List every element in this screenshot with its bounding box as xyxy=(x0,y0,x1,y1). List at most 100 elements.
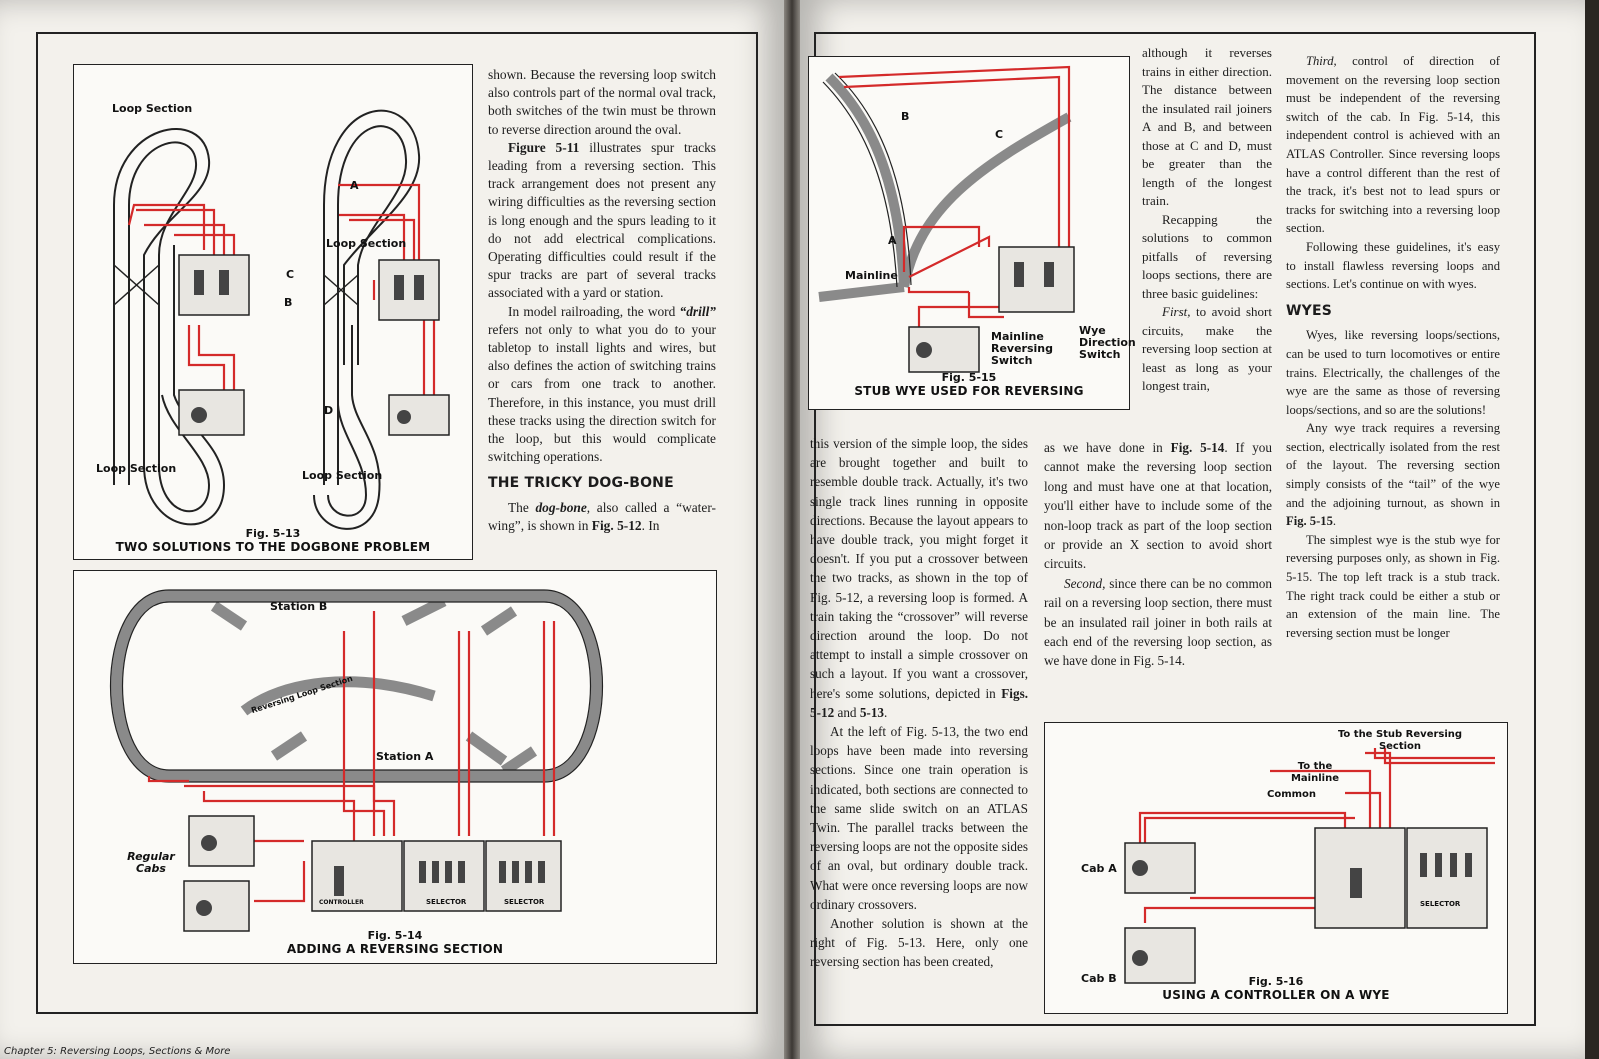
label-C: C xyxy=(995,128,1004,141)
term: “drill” xyxy=(679,303,716,319)
figure-title: TWO SOLUTIONS TO THE DOGBONE PROBLEM xyxy=(115,540,431,554)
ordinal: Third, xyxy=(1306,54,1337,68)
paragraph-text: control of direction of movement on the … xyxy=(1286,54,1500,236)
paragraph: First, to avoid short circuits, make the… xyxy=(1142,303,1272,396)
paragraph: Wyes, like reversing loops/sections, can… xyxy=(1286,328,1500,417)
right-page: Mainline A B C Mainline Reversing Switch… xyxy=(800,0,1585,1059)
figure-number: Fig. 5-16 xyxy=(1248,975,1304,988)
label-loop-section-mid-right: Loop Section xyxy=(326,237,407,250)
label-A: A xyxy=(350,179,359,192)
controller-wye-diagram xyxy=(1124,748,1495,984)
paragraph-text: and xyxy=(834,704,860,720)
figure-5-16-caption: Fig. 5-16 USING A CONTROLLER ON A WYE xyxy=(1045,975,1507,1002)
figure-ref: 5-13 xyxy=(859,704,885,720)
left-page: Loop Section Loop Section Loop Section L… xyxy=(0,0,784,1059)
paragraph: Another solution is shown at the right o… xyxy=(810,916,1028,970)
label-regular-cabs: Regular Cabs xyxy=(127,850,175,875)
right-middle-right-column: as we have done in Fig. 5-14. If you can… xyxy=(1044,438,1272,671)
paragraph: Figure 5-11 illustrates spur tracks lead… xyxy=(488,139,716,303)
paragraph-text: to avoid short circuits, make the revers… xyxy=(1142,304,1272,393)
label-B: B xyxy=(901,110,910,123)
paragraph: The dog-bone, also called a “water-wing”… xyxy=(488,499,716,535)
label-A: A xyxy=(888,234,897,247)
paragraph-text: Any wye track requires a reversing secti… xyxy=(1286,421,1500,510)
right-page-border xyxy=(814,32,1536,1026)
paragraph-text: illustrates spur tracks leading from a r… xyxy=(488,139,716,301)
paragraph: this version of the simple loop, the sid… xyxy=(810,434,1028,722)
figure-5-15: Mainline A B C Mainline Reversing Switch… xyxy=(808,56,1136,410)
paragraph: Any wye track requires a reversing secti… xyxy=(1286,419,1500,531)
label-loop-section-bottom-right: Loop Section xyxy=(302,469,383,482)
right-middle-left-column: this version of the simple loop, the sid… xyxy=(810,434,1028,972)
label-mainline-reversing-switch: Mainline Reversing Switch xyxy=(991,330,1054,367)
paragraph-text: refers not only to what you do to your t… xyxy=(488,321,716,465)
paragraph: as we have done in Fig. 5-14. If you can… xyxy=(1044,438,1272,574)
dogbone-diagram xyxy=(113,109,450,530)
paragraph: Recapping the solutions to common pitfal… xyxy=(1142,211,1272,301)
paragraph-text: , also called a “water-wing”, is shown i… xyxy=(488,499,716,533)
figure-5-13-caption: Fig. 5-13 TWO SOLUTIONS TO THE DOGBONE P… xyxy=(74,527,472,554)
term: dog-bone xyxy=(535,499,587,515)
figure-5-13: Loop Section Loop Section Loop Section L… xyxy=(73,64,473,560)
section-heading: THE TRICKY DOG-BONE xyxy=(488,475,674,492)
paragraph: Following these guidelines, it's easy to… xyxy=(1286,239,1500,292)
label-wye-direction-switch: Wye Direction Switch xyxy=(1079,324,1136,361)
book-gutter xyxy=(784,0,800,1059)
paragraph-text: since there can be no common rail on a r… xyxy=(1044,575,1272,669)
stub-wye-diagram xyxy=(818,65,1075,373)
figure-title: USING A CONTROLLER ON A WYE xyxy=(1162,988,1390,1002)
paragraph: The simplest wye is the stub wye for rev… xyxy=(1286,532,1500,640)
paragraph: Third, control of direction of movement … xyxy=(1286,52,1500,238)
paragraph-text: . xyxy=(884,704,888,720)
figure-number: Fig. 5-13 xyxy=(245,527,301,540)
figure-5-14-caption: Fig. 5-14 ADDING A REVERSING SECTION xyxy=(74,929,716,956)
paragraph-text: The xyxy=(508,499,536,515)
label-D: D xyxy=(324,404,334,417)
paragraph: although it reverses trains in either di… xyxy=(1142,45,1272,208)
label-C: C xyxy=(286,268,295,281)
label-to-mainline: To the Mainline xyxy=(1290,761,1339,784)
label-B: B xyxy=(284,296,293,309)
figure-title: STUB WYE USED FOR REVERSING xyxy=(854,384,1084,398)
right-top-right-column: Third, control of direction of movement … xyxy=(1286,52,1500,642)
left-page-border xyxy=(36,32,758,1014)
paragraph-text: . xyxy=(1332,514,1337,529)
label-cab-b: Cab B xyxy=(1081,972,1117,985)
figure-number: Fig. 5-15 xyxy=(941,371,997,384)
left-text-column: shown. Because the reversing loop switch… xyxy=(488,66,716,535)
paragraph-text: this version of the simple loop, the sid… xyxy=(810,436,1028,701)
paragraph: shown. Because the reversing loop switch… xyxy=(488,67,716,137)
reversing-section-diagram xyxy=(110,589,603,932)
figure-number: Fig. 5-14 xyxy=(367,929,423,942)
label-station-b: Station B xyxy=(270,600,328,613)
label-station-a: Station A xyxy=(376,750,434,763)
figure-title: ADDING A REVERSING SECTION xyxy=(286,942,504,956)
page-footer: Chapter 5: Reversing Loops, Sections & M… xyxy=(4,1046,231,1057)
label-cab-a: Cab A xyxy=(1081,862,1117,875)
paragraph-text: In model railroading, the word xyxy=(508,303,680,319)
label-loop-section-top-left: Loop Section xyxy=(112,102,193,115)
paragraph: Second, since there can be no common rai… xyxy=(1044,574,1272,671)
figure-ref: Fig. 5-14 xyxy=(1170,440,1225,455)
figure-ref: Figs. 5-12 xyxy=(810,685,1028,720)
paragraph: At the left of Fig. 5-13, the two end lo… xyxy=(810,724,1028,912)
paragraph-text: . If you cannot make the reversing loop … xyxy=(1044,440,1272,572)
figure-5-16: To the Stub Reversing Section To the Mai… xyxy=(1044,722,1508,1014)
figure-5-15-caption: Fig. 5-15 STUB WYE USED FOR REVERSING xyxy=(809,371,1129,398)
label-common: Common xyxy=(1267,789,1317,800)
figure-ref: Figure 5-11 xyxy=(508,139,580,155)
paragraph: In model railroading, the word “drill” r… xyxy=(488,303,716,467)
ordinal: First, xyxy=(1162,304,1191,319)
ordinal: Second, xyxy=(1064,575,1106,591)
label-to-stub-reversing-section: To the Stub Reversing Section xyxy=(1337,729,1463,752)
label-selector-1: SELECTOR xyxy=(426,898,467,906)
figure-ref: Fig. 5-12 xyxy=(591,517,642,533)
label-selector-2: SELECTOR xyxy=(504,898,545,906)
right-top-middle-column: although it reverses trains in either di… xyxy=(1142,44,1272,396)
label-controller: CONTROLLER xyxy=(319,899,364,906)
label-selector: SELECTOR xyxy=(1420,900,1461,908)
paragraph-text: as we have done in xyxy=(1044,440,1171,455)
label-mainline: Mainline xyxy=(845,269,898,282)
label-loop-section-bottom-left: Loop Section xyxy=(96,462,177,475)
paragraph-text: . In xyxy=(641,517,660,533)
